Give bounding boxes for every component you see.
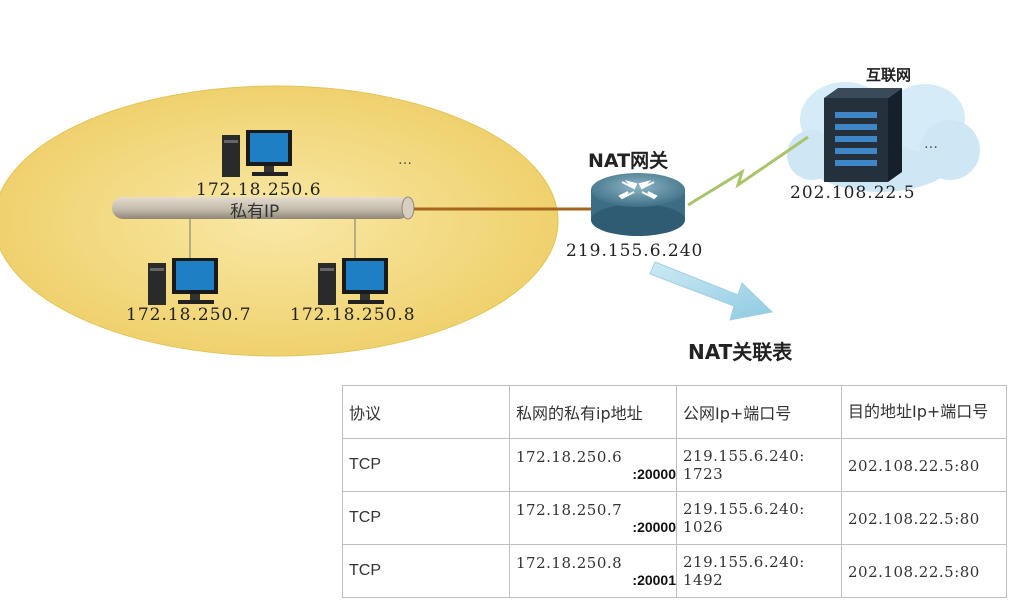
- pc-icon: [222, 130, 292, 177]
- private-port: :20000: [632, 466, 676, 482]
- table-row: TCP 172.18.250.7 :20000 219.155.6.240: 1…: [342, 491, 1007, 545]
- internet-label: 互联网: [866, 66, 912, 84]
- header-public-ip: 公网Ip+端口号: [676, 385, 842, 439]
- gateway-ip-label: 219.155.6.240: [566, 241, 704, 261]
- cell-protocol: TCP: [342, 544, 510, 598]
- public-ip: 219.155.6.240:: [683, 447, 805, 465]
- header-private-ip: 私网的私有ip地址: [509, 385, 677, 439]
- host-ip-label: 172.18.250.8: [290, 305, 416, 325]
- private-ip: 172.18.250.8: [516, 554, 623, 572]
- nat-table: 协议 私网的私有ip地址 公网Ip+端口号 目的地址Ip+端口号 TCP 172…: [342, 385, 1007, 598]
- public-port: 1723: [683, 465, 724, 483]
- private-ip: 172.18.250.6: [516, 448, 623, 466]
- router-icon: [591, 173, 685, 236]
- cell-destination: 202.108.22.5:80: [841, 544, 1007, 598]
- destination: 202.108.22.5:80: [848, 509, 980, 528]
- table-row: TCP 172.18.250.6 :20000 219.155.6.240: 1…: [342, 438, 1007, 492]
- header-destination: 目的地址Ip+端口号: [841, 385, 1007, 439]
- destination: 202.108.22.5:80: [848, 562, 980, 581]
- table-header-row: 协议 私网的私有ip地址 公网Ip+端口号 目的地址Ip+端口号: [342, 385, 1007, 439]
- pc-icon: [318, 258, 388, 305]
- cell-private: 172.18.250.7 :20000: [509, 491, 677, 545]
- gateway-label: NAT网关: [588, 150, 669, 172]
- public-ip: 219.155.6.240:: [683, 553, 805, 571]
- host-ip-label: 172.18.250.7: [126, 305, 252, 325]
- private-network-area: [0, 85, 559, 357]
- host-ip-label: 172.18.250.6: [196, 180, 322, 200]
- private-port: :20001: [632, 572, 676, 588]
- destination: 202.108.22.5:80: [848, 456, 980, 475]
- public-port: 1492: [683, 571, 724, 589]
- table-pointer-arrow: [649, 261, 774, 321]
- pc-icon: [148, 258, 218, 305]
- internet-ellipsis: …: [924, 136, 938, 152]
- cell-public: 219.155.6.240: 1026: [676, 491, 842, 545]
- wan-link-icon: [687, 135, 809, 207]
- private-port: :20000: [632, 519, 676, 535]
- cell-private: 172.18.250.8 :20001: [509, 544, 677, 598]
- table-title: NAT关联表: [688, 340, 793, 364]
- cell-protocol: TCP: [342, 491, 510, 545]
- bus-label: 私有IP: [230, 202, 280, 222]
- cell-public: 219.155.6.240: 1723: [676, 438, 842, 492]
- more-hosts-ellipsis: …: [398, 152, 412, 168]
- table-row: TCP 172.18.250.8 :20001 219.155.6.240: 1…: [342, 544, 1007, 598]
- cell-destination: 202.108.22.5:80: [841, 491, 1007, 545]
- cell-destination: 202.108.22.5:80: [841, 438, 1007, 492]
- header-protocol: 协议: [342, 385, 510, 439]
- private-ip: 172.18.250.7: [516, 501, 623, 519]
- public-ip: 219.155.6.240:: [683, 500, 805, 518]
- server-ip-label: 202.108.22.5: [790, 183, 916, 203]
- public-port: 1026: [683, 518, 724, 536]
- server-icon: [824, 88, 902, 182]
- cell-private: 172.18.250.6 :20000: [509, 438, 677, 492]
- cell-public: 219.155.6.240: 1492: [676, 544, 842, 598]
- cell-protocol: TCP: [342, 438, 510, 492]
